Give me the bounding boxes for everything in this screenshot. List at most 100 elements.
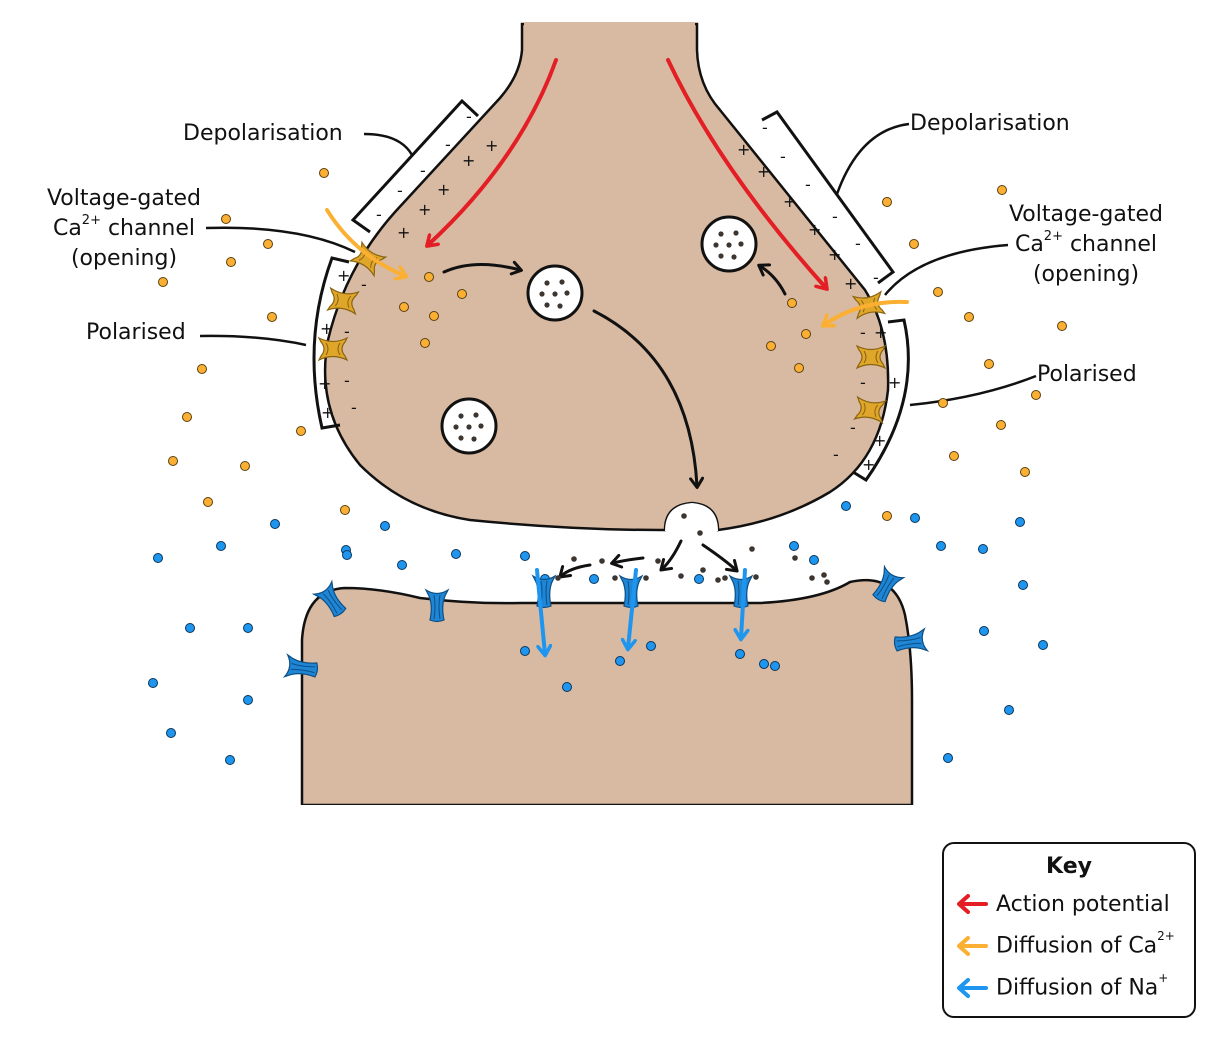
orange-arrow-icon <box>957 936 988 956</box>
sodium-ion <box>646 641 656 651</box>
sodium-ion <box>978 544 988 554</box>
neurotransmitter <box>809 575 815 581</box>
neurotransmitter <box>733 230 739 236</box>
svg-text:-: - <box>344 371 350 390</box>
nt-arrow-left <box>610 553 645 569</box>
neurotransmitter <box>726 242 732 248</box>
svg-text:-: - <box>860 323 866 342</box>
leader-depol-left <box>363 132 414 156</box>
svg-text:+: + <box>808 220 821 239</box>
neurotransmitter <box>681 513 687 519</box>
neurotransmitter <box>564 290 570 296</box>
sodium-ions <box>148 501 1048 765</box>
calcium-ion <box>203 497 213 507</box>
legend-item-sodium: Diffusion of Na+ <box>954 971 1168 1004</box>
neurotransmitter <box>544 302 550 308</box>
leader-vgcc-right <box>884 243 1009 296</box>
calcium-ion <box>340 505 350 515</box>
svg-text:-: - <box>445 135 451 154</box>
svg-text:+: + <box>874 323 887 342</box>
neurotransmitter <box>544 280 550 286</box>
calcium-ion <box>1057 321 1067 331</box>
sodium-ion <box>759 659 769 669</box>
sodium-ion <box>216 541 226 551</box>
action-potential-arrow-right <box>666 58 826 288</box>
sodium-ion <box>1038 640 1048 650</box>
sodium-ion <box>1018 580 1028 590</box>
neurotransmitter <box>697 530 703 536</box>
sodium-diffusion-arrow <box>628 568 638 648</box>
vgcc-left-line3: (opening) <box>70 246 178 271</box>
red-arrow-icon <box>957 894 988 914</box>
legend-label: Action potential <box>996 891 1170 917</box>
neurotransmitter-molecules <box>555 513 830 585</box>
calcium-ion <box>399 302 409 312</box>
sodium-ion <box>270 519 280 529</box>
neurotransmitter <box>713 242 719 248</box>
svg-text:+: + <box>397 223 410 242</box>
calcium-ion <box>226 257 236 267</box>
calcium-ion <box>1031 390 1041 400</box>
neurotransmitter <box>753 574 759 580</box>
vgcc-right-line2: Ca2+ channel <box>1014 228 1158 257</box>
postsynaptic-neuron <box>300 578 914 807</box>
nt-arrow-far-left <box>558 563 592 579</box>
neurotransmitter <box>749 546 755 552</box>
sodium-ion <box>910 513 920 523</box>
sodium-ion <box>185 623 195 633</box>
sodium-ion <box>1015 517 1025 527</box>
neurotransmitter <box>557 303 563 309</box>
svg-text:+: + <box>318 374 331 393</box>
neurotransmitter <box>824 579 830 585</box>
sodium-ion <box>562 682 572 692</box>
neurotransmitter <box>643 575 649 581</box>
leader-polarised-left <box>199 334 307 347</box>
calcium-ion <box>420 338 430 348</box>
sodium-diffusion-arrow <box>535 568 545 654</box>
blue-arrow-icon <box>957 978 988 998</box>
legend-key: Key Action potential Diffusion of Ca2+ D… <box>942 842 1196 1018</box>
svg-text:+: + <box>888 373 901 392</box>
svg-text:+: + <box>828 245 841 264</box>
label-depolarisation-right: Depolarisation <box>910 111 1070 136</box>
calcium-ion <box>996 420 1006 430</box>
svg-text:-: - <box>805 175 811 194</box>
svg-text:-: - <box>420 161 426 180</box>
calcium-ion <box>787 298 797 308</box>
neurotransmitter <box>473 412 479 418</box>
nt-arrow-down-left <box>659 539 683 572</box>
neurotransmitter <box>478 423 484 429</box>
nt-arrow-down-right <box>701 543 739 573</box>
calcium-ion <box>964 312 974 322</box>
neurotransmitter <box>655 558 661 564</box>
presynaptic-terminal <box>323 22 890 532</box>
neurotransmitter <box>722 575 728 581</box>
vesicle-arrow-to-membrane <box>592 309 705 489</box>
sodium-ion <box>936 541 946 551</box>
svg-text:-: - <box>376 205 382 224</box>
action-potential-arrow-left <box>428 58 558 245</box>
calcium-ion <box>938 398 948 408</box>
depolarisation-bracket-right <box>761 110 896 285</box>
calcium-ion <box>267 312 277 322</box>
neurotransmitter <box>552 291 558 297</box>
label-depolarisation-left: Depolarisation <box>183 121 343 146</box>
svg-text:+: + <box>862 455 875 474</box>
svg-text:+: + <box>437 180 450 199</box>
calcium-ion <box>997 185 1007 195</box>
sodium-ion <box>243 623 253 633</box>
polarised-bracket-right <box>852 318 910 483</box>
calcium-ion <box>933 287 943 297</box>
vgcc-right-line3: (opening) <box>1032 262 1140 287</box>
svg-text:-: - <box>832 207 838 226</box>
svg-text:-: - <box>351 398 357 417</box>
svg-text:+: + <box>873 431 886 450</box>
svg-text:-: - <box>855 234 861 253</box>
sodium-ion <box>589 574 599 584</box>
svg-text:-: - <box>850 418 856 437</box>
calcium-ion <box>882 197 892 207</box>
calcium-ion <box>949 451 959 461</box>
neurotransmitter <box>599 558 605 564</box>
sodium-ion <box>789 541 799 551</box>
svg-text:+: + <box>462 151 475 170</box>
